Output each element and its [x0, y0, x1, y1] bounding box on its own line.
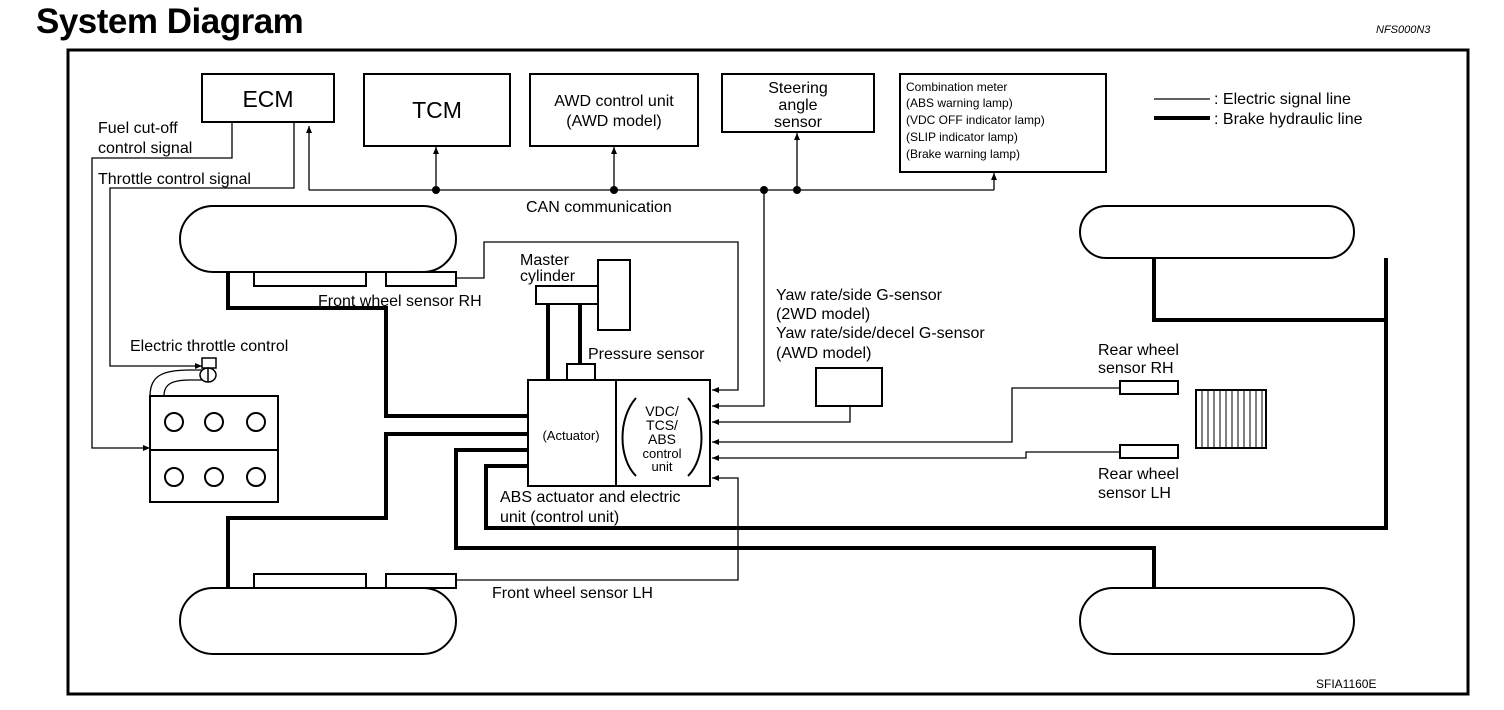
- tire-front-right: [179, 205, 457, 273]
- vdc-label-1: VDC/: [645, 403, 679, 419]
- meter-label-2: (ABS warning lamp): [906, 96, 1013, 110]
- steering-label-3: sensor: [774, 114, 823, 131]
- rear-lh-label-1: Rear wheel: [1098, 466, 1179, 483]
- actuator-label: (Actuator): [542, 428, 599, 443]
- electric-throttle-body: [201, 357, 217, 369]
- pressure-label: Pressure sensor: [588, 346, 705, 363]
- front-rh-label: Front wheel sensor RH: [318, 293, 482, 310]
- fuel-cut-label-2: control signal: [98, 140, 192, 157]
- vdc-label-2: TCS/: [646, 417, 678, 433]
- fuel-cut-label-1: Fuel cut-off: [98, 120, 178, 137]
- master-cylinder-body: [535, 285, 599, 305]
- front-wheel-sensor-lh: [385, 573, 457, 589]
- vdc-label-5: unit: [652, 459, 673, 474]
- master-cylinder-reservoir: [597, 259, 631, 331]
- abs-unit-label-1: ABS actuator and electric: [500, 489, 681, 506]
- steering-label-2: angle: [778, 97, 817, 114]
- meter-label-1: Combination meter: [906, 80, 1007, 94]
- rear-wheel-sensor-lh: [1119, 444, 1179, 459]
- combination-meter-box: [899, 73, 1107, 173]
- diagram-frame: [66, 48, 1470, 696]
- yaw-label-2: (2WD model): [776, 306, 870, 323]
- ecm-label: ECM: [242, 86, 293, 112]
- front-right-rotor: [253, 271, 367, 287]
- yaw-label-4: (AWD model): [776, 345, 871, 362]
- vdc-label-4: control: [642, 446, 681, 461]
- yaw-label-1: Yaw rate/side G-sensor: [776, 287, 943, 304]
- meter-label-3: (VDC OFF indicator lamp): [906, 113, 1045, 127]
- doc-code: NFS000N3: [1376, 24, 1431, 36]
- page-title: System Diagram: [36, 2, 304, 41]
- meter-label-5: (Brake warning lamp): [906, 147, 1020, 161]
- master-label-2: cylinder: [520, 268, 576, 285]
- awd-control-unit-box: [529, 73, 699, 147]
- awd-label-1: AWD control unit: [554, 93, 674, 110]
- tcm-label: TCM: [412, 97, 462, 123]
- front-left-rotor: [253, 573, 367, 589]
- rear-wheel-sensor-rh: [1119, 380, 1179, 395]
- throttle-signal-label: Throttle control signal: [98, 171, 251, 188]
- legend: : Electric signal line : Brake hydraulic…: [1154, 91, 1363, 128]
- can-label: CAN communication: [526, 199, 672, 216]
- brake-hydraulic-lines: [226, 258, 1388, 588]
- electric-signal-lines: [91, 122, 1120, 581]
- master-label-1: Master: [520, 252, 570, 269]
- tire-rear-right: [1079, 205, 1355, 259]
- vdc-label-3: ABS: [648, 431, 676, 447]
- front-wheel-sensor-rh: [385, 271, 457, 287]
- rear-rh-label-1: Rear wheel: [1098, 342, 1179, 359]
- pressure-sensor-box: [566, 363, 596, 381]
- steering-label-1: Steering: [768, 80, 828, 97]
- abs-actuator-unit: [527, 379, 711, 487]
- legend-electric: : Electric signal line: [1214, 91, 1351, 108]
- rear-lh-label-2: sensor LH: [1098, 485, 1171, 502]
- abs-unit-label-2: unit (control unit): [500, 509, 619, 526]
- yaw-rate-sensor-box: [815, 367, 883, 407]
- rear-rh-label-2: sensor RH: [1098, 360, 1174, 377]
- steering-angle-sensor-box: [721, 73, 875, 133]
- throttle-label: Electric throttle control: [130, 338, 288, 355]
- awd-label-2: (AWD model): [566, 113, 661, 130]
- meter-label-4: (SLIP indicator lamp): [906, 130, 1018, 144]
- tire-front-left: [179, 587, 457, 655]
- figure-code: SFIA1160E: [1316, 677, 1376, 691]
- ecm-box: [201, 73, 335, 123]
- legend-hydraulic: : Brake hydraulic line: [1214, 111, 1363, 128]
- yaw-label-3: Yaw rate/side/decel G-sensor: [776, 325, 985, 342]
- tcm-box: [363, 73, 511, 147]
- can-junctions: [432, 186, 801, 194]
- front-lh-label: Front wheel sensor LH: [492, 585, 653, 602]
- tire-rear-left: [1079, 587, 1355, 655]
